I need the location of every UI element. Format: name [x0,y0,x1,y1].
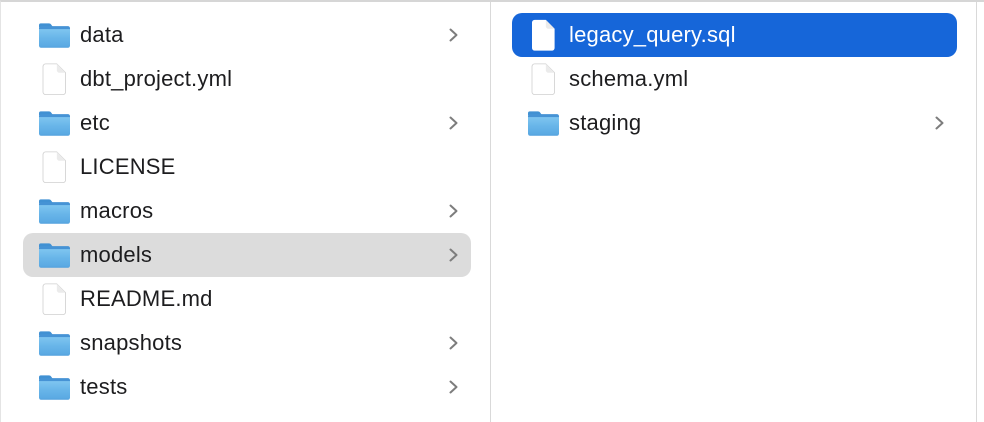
column-empty [977,2,984,422]
item-label: tests [80,374,128,399]
row-dbt_project.yml[interactable]: dbt_project.yml [23,57,471,101]
row-etc[interactable]: etc [23,101,471,145]
item-label: LICENSE [80,154,176,179]
folder-icon [526,110,560,137]
document-icon [37,283,71,315]
item-label: dbt_project.yml [80,66,233,91]
item-label: macros [80,198,154,223]
row-models[interactable]: models [23,233,471,277]
row-macros[interactable]: macros [23,189,471,233]
chevron-right-icon [448,335,459,351]
row-tests[interactable]: tests [23,365,471,409]
item-label: data [80,22,124,47]
folder-icon [37,242,71,269]
folder-icon [37,110,71,137]
folder-icon [37,330,71,357]
document-icon [37,151,71,183]
item-label: snapshots [80,330,183,355]
chevron-right-icon [448,247,459,263]
chevron-right-icon [448,27,459,43]
row-staging[interactable]: staging [512,101,957,145]
item-label: staging [569,110,642,135]
row-data[interactable]: data [23,13,471,57]
chevron-right-icon [448,379,459,395]
document-icon [526,63,560,95]
row-legacy_query.sql[interactable]: legacy_query.sql [512,13,957,57]
row-snapshots[interactable]: snapshots [23,321,471,365]
item-label: README.md [80,286,213,311]
item-label: legacy_query.sql [569,22,736,47]
folder-icon [37,374,71,401]
row-README.md[interactable]: README.md [23,277,471,321]
chevron-right-icon [448,115,459,131]
folder-icon [37,22,71,49]
item-label: etc [80,110,110,135]
item-label: models [80,242,153,267]
document-icon [526,19,560,51]
chevron-right-icon [934,115,945,131]
chevron-right-icon [448,203,459,219]
document-icon [37,63,71,95]
folder-icon [37,198,71,225]
row-schema.yml[interactable]: schema.yml [512,57,957,101]
item-label: schema.yml [569,66,689,91]
column-parent-directory: data dbt_project.yml etc LICENSE [1,2,491,422]
column-models-contents: legacy_query.sql schema.yml staging [491,2,977,422]
row-LICENSE[interactable]: LICENSE [23,145,471,189]
